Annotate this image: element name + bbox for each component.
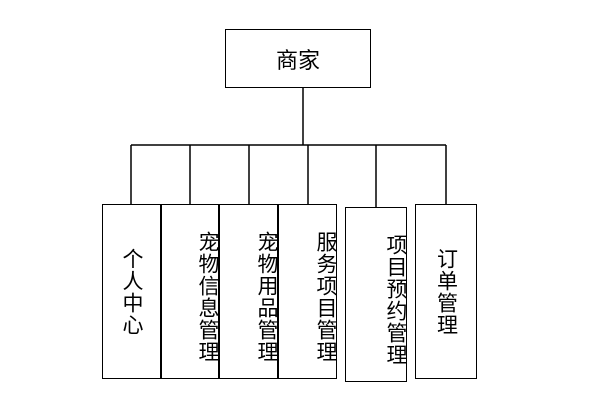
node-service-item-management: 服务项目管理: [278, 204, 338, 379]
node-label: 个人中心: [120, 247, 144, 336]
node-label: 项目预约管理: [384, 233, 408, 366]
node-label: 宠物信息管理: [196, 230, 220, 363]
node-pet-info-management: 宠物信息管理: [161, 204, 220, 379]
root-label: 商家: [275, 48, 320, 74]
node-appointment-management: 项目预约管理: [345, 207, 408, 382]
node-pet-supplies-management: 宠物用品管理: [219, 204, 279, 379]
node-label: 宠物用品管理: [255, 230, 279, 363]
node-personal-center: 个人中心: [102, 204, 161, 379]
node-label: 服务项目管理: [314, 230, 338, 363]
node-order-management: 订单管理: [415, 204, 477, 379]
root-node: 商家: [225, 29, 371, 88]
node-label: 订单管理: [434, 247, 459, 336]
